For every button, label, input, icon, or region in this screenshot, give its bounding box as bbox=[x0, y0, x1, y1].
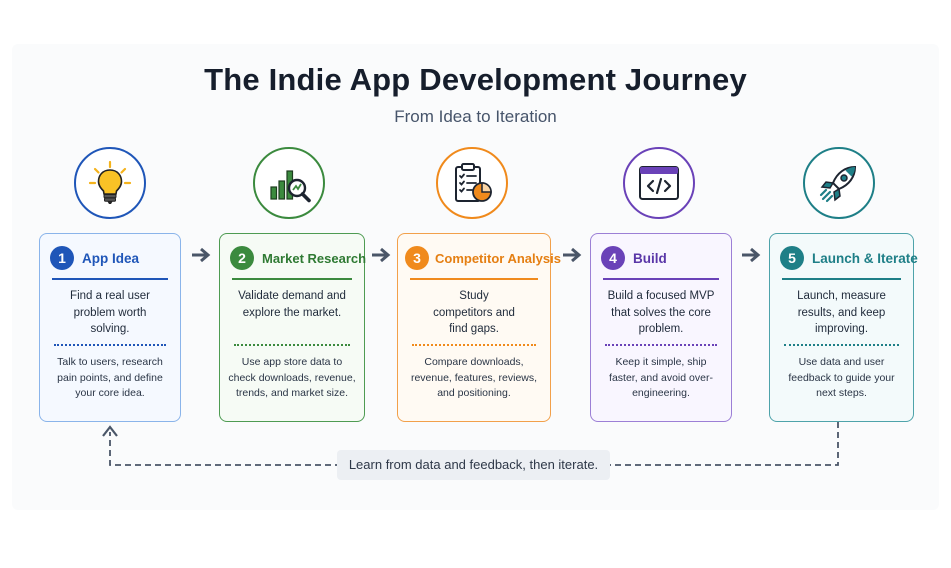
dotted-divider bbox=[605, 344, 717, 346]
step-detail: Use data and user feedback to guide your… bbox=[788, 356, 895, 399]
dotted-divider bbox=[54, 344, 166, 346]
step-1-icon-circle bbox=[74, 147, 146, 219]
code-window-icon bbox=[639, 166, 679, 200]
step-number-badge: 2 bbox=[230, 246, 254, 270]
step-detail: Use app store data to check downloads, r… bbox=[228, 356, 356, 399]
dotted-divider bbox=[412, 344, 536, 346]
step-number-badge: 3 bbox=[405, 246, 429, 270]
header-divider bbox=[232, 278, 352, 280]
card-header: 4 Build bbox=[601, 244, 721, 272]
step-description: Study competitors and find gaps. bbox=[433, 290, 515, 335]
step-detail: Compare downloads, revenue, features, re… bbox=[410, 356, 538, 399]
arrow-right-icon bbox=[192, 247, 211, 263]
step-number-badge: 4 bbox=[601, 246, 625, 270]
arrow-right-icon bbox=[742, 247, 761, 263]
lightbulb-icon bbox=[88, 160, 132, 204]
chart-magnifier-icon bbox=[270, 170, 311, 203]
step-3-icon-circle bbox=[436, 147, 508, 219]
step-title: Market Research bbox=[262, 250, 367, 266]
header-divider bbox=[52, 278, 168, 280]
arrow-right-icon bbox=[563, 247, 582, 263]
step-number-badge: 5 bbox=[780, 246, 804, 270]
step-description: Launch, measure results, and keep improv… bbox=[797, 290, 886, 335]
step-5-icon-circle bbox=[803, 147, 875, 219]
step-title: Competitor Analysis bbox=[435, 250, 561, 266]
step-card-competitor-analysis: 3 Competitor Analysis Study competitors … bbox=[397, 233, 561, 422]
step-number-badge: 1 bbox=[50, 246, 74, 270]
feedback-loop-label: Learn from data and feedback, then itera… bbox=[337, 450, 610, 480]
step-title: Launch & Iterate bbox=[812, 250, 918, 266]
step-detail: Talk to users, research pain points, and… bbox=[57, 356, 163, 399]
header-divider bbox=[782, 278, 901, 280]
clipboard-pie-icon bbox=[455, 163, 492, 202]
step-description: Build a focused MVP that solves the core… bbox=[607, 290, 715, 335]
step-detail: Keep it simple, ship faster, and avoid o… bbox=[609, 356, 713, 399]
card-header: 5 Launch & Iterate bbox=[780, 244, 918, 272]
step-card-app-idea: 1 App Idea Find a real user problem wort… bbox=[39, 233, 181, 422]
arrow-up-icon bbox=[102, 425, 118, 437]
step-4-icon-circle bbox=[623, 147, 695, 219]
step-card-build: 4 Build Build a focused MVP that solves … bbox=[590, 233, 732, 422]
step-title: App Idea bbox=[82, 250, 140, 266]
dotted-divider bbox=[234, 344, 350, 346]
step-title: Build bbox=[633, 250, 667, 266]
step-description: Validate demand and explore the market. bbox=[238, 290, 346, 319]
step-description: Find a real user problem worth solving. bbox=[70, 290, 150, 335]
step-card-market-research: 2 Market Research Validate demand and ex… bbox=[219, 233, 366, 422]
step-2-icon-circle bbox=[253, 147, 325, 219]
page-title: The Indie App Development Journey bbox=[204, 62, 747, 97]
header-divider bbox=[410, 278, 538, 280]
card-header: 3 Competitor Analysis bbox=[405, 244, 561, 272]
card-header: 1 App Idea bbox=[50, 244, 170, 272]
arrow-right-icon bbox=[372, 247, 391, 263]
card-header: 2 Market Research bbox=[230, 244, 366, 272]
step-card-launch-iterate: 5 Launch & Iterate Launch, measure resul… bbox=[769, 233, 918, 422]
dotted-divider bbox=[784, 344, 899, 346]
header-divider bbox=[603, 278, 719, 280]
page-subtitle: From Idea to Iteration bbox=[394, 107, 557, 126]
rocket-icon bbox=[819, 165, 857, 203]
